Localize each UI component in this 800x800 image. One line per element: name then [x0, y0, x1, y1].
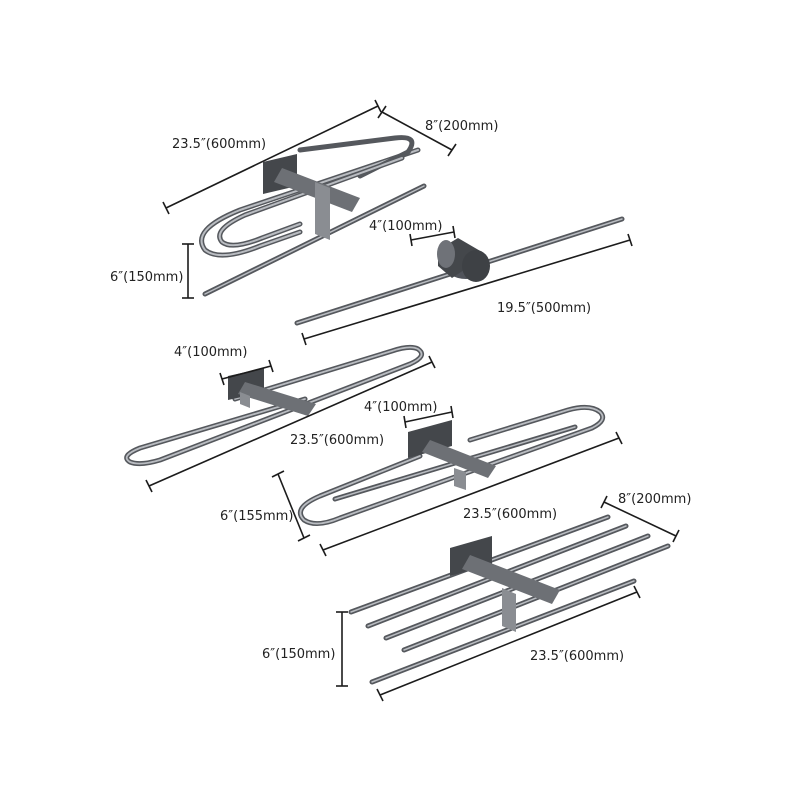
- label-single-rod-length: 19.5″(500mm): [497, 301, 591, 316]
- label-four-rod-width: 8″(200mm): [618, 492, 691, 507]
- dim-single-loop-length: [145, 355, 436, 493]
- label-double-loop-bracket: 4″(100mm): [364, 400, 437, 415]
- rod-5: [369, 578, 637, 685]
- label-rack-top-left-length: 23.5″(600mm): [172, 137, 266, 152]
- single-rod: [294, 216, 625, 326]
- dim-rack-top-left-height: [182, 243, 194, 299]
- dim-single-rod-length: [301, 233, 633, 346]
- label-four-rod-length: 23.5″(600mm): [530, 649, 624, 664]
- label-rack-top-left-height: 6″(150mm): [110, 270, 183, 285]
- dim-single-rod-bracket: [409, 225, 456, 247]
- dim-four-rod-height: [336, 611, 348, 687]
- label-double-loop-height: 6″(155mm): [220, 509, 293, 524]
- label-single-loop-length: 23.5″(600mm): [290, 433, 384, 448]
- label-four-rod-height: 6″(150mm): [262, 647, 335, 662]
- dim-double-loop-height: [271, 470, 311, 542]
- rack-top-left: [199, 135, 427, 297]
- double-loop-rack: [298, 404, 606, 526]
- rod-4: [401, 543, 671, 653]
- dim-four-rod-length: [376, 585, 641, 702]
- label-single-loop-bracket: 4″(100mm): [174, 345, 247, 360]
- dim-rack-top-left-length: [162, 99, 382, 215]
- dim-double-loop-length: [319, 431, 623, 557]
- four-rod-rack: [348, 514, 671, 685]
- single-loop-rack: [124, 344, 425, 467]
- dim-double-loop-bracket: [403, 405, 454, 429]
- label-double-loop-length: 23.5″(600mm): [463, 507, 557, 522]
- dim-single-loop-bracket: [219, 359, 274, 386]
- dim-four-rod-width: [600, 495, 680, 543]
- label-rack-top-left-width: 8″(200mm): [425, 119, 498, 134]
- dim-rack-top-left-width: [377, 105, 457, 157]
- label-single-rod-bracket: 4″(100mm): [369, 219, 442, 234]
